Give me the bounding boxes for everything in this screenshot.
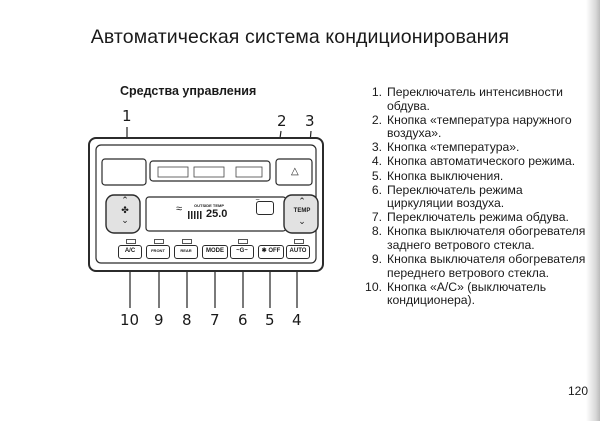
climate-control-panel: ⌃ ✤ ⌄ ⌃ TEMP ⌄ △ ≈ OUTSIDE TEMP 25.0 ⁀ A… — [88, 137, 324, 272]
chevron-up-icon: ⌃ — [298, 196, 306, 206]
legend-item: 2.Кнопка «температура наружного воздуха»… — [371, 112, 572, 141]
temp-label: TEMP — [293, 208, 311, 214]
legend-item: 9.Кнопка выключателя обогревателя передн… — [371, 252, 586, 280]
callout-8: 8 — [182, 311, 192, 329]
display-label: OUTSIDE TEMP — [194, 203, 225, 208]
recirculation-button[interactable]: ~G~ — [230, 239, 254, 259]
outside-temp-button[interactable] — [256, 201, 274, 215]
chevron-down-icon: ⌄ — [298, 216, 306, 226]
temperature-button[interactable]: ⌃ TEMP ⌄ — [291, 196, 313, 226]
off-button[interactable]: ✱ OFF — [258, 245, 284, 259]
callout-9: 9 — [154, 311, 164, 329]
fan-icon: ✤ — [121, 205, 129, 215]
callout-10: 10 — [120, 311, 140, 329]
panel-frame — [88, 137, 324, 272]
legend-item: 3.Кнопка «температура». — [371, 140, 520, 155]
rear-defroster-button[interactable]: REAR — [174, 239, 198, 259]
legend-item: 5.Кнопка выключения. — [371, 168, 504, 183]
rear-defroster-label: REAR — [180, 248, 192, 253]
section-title: Средства управления — [120, 84, 257, 98]
callout-5: 5 — [265, 311, 275, 329]
page-title: Автоматическая система кондиционирования — [90, 26, 510, 48]
mode-button-label: MODE — [206, 248, 224, 254]
outside-temp-mark: ⁀ — [256, 199, 260, 204]
controls-legend: 1.Переключатель интенсивности обдува. 2.… — [362, 85, 590, 309]
mode-button[interactable]: MODE — [202, 245, 228, 259]
ac-indicator — [126, 239, 136, 244]
auto-indicator — [294, 239, 304, 244]
callout-4: 4 — [292, 311, 302, 329]
callout-6: 6 — [238, 311, 248, 329]
fan-flow-icon: ≈ — [176, 203, 183, 215]
fan-level-bars — [188, 211, 202, 219]
legend-item: 10.Кнопка «A/C» (выключатель кондиционер… — [365, 279, 547, 308]
legend-item: 8.Кнопка выключателя обогревателя заднег… — [371, 224, 586, 253]
chevron-up-icon: ⌃ — [121, 195, 129, 205]
legend-item: 7.Переключатель режима обдува. — [371, 210, 569, 225]
auto-button[interactable]: AUTO — [286, 239, 310, 259]
front-defroster-label: FRONT — [151, 248, 165, 253]
page-number: 120 — [567, 384, 588, 398]
callout-7: 7 — [210, 311, 220, 329]
ac-button[interactable]: A/C — [118, 239, 142, 259]
fan-speed-switch[interactable]: ⌃ ✤ ⌄ — [118, 195, 132, 225]
legend-item: 6.Переключатель режима циркуляции воздух… — [371, 182, 523, 211]
rear-defroster-indicator — [182, 239, 192, 244]
legend-item: 4.Кнопка автоматического режима. — [371, 154, 576, 169]
display-temperature: 25.0 — [206, 208, 228, 220]
recirculation-indicator — [238, 239, 248, 244]
ac-button-label: A/C — [124, 248, 136, 254]
page-edge-shadow — [586, 0, 600, 421]
auto-button-label: AUTO — [289, 248, 307, 254]
callout-2: 2 — [277, 112, 287, 130]
chevron-down-icon: ⌄ — [121, 215, 129, 225]
front-defroster-button[interactable]: FRONT — [146, 239, 170, 259]
hazard-triangle-icon: △ — [291, 166, 299, 177]
callout-1: 1 — [122, 107, 132, 125]
recirculation-label: ~G~ — [236, 248, 248, 254]
front-defroster-indicator — [154, 239, 164, 244]
callout-3: 3 — [305, 112, 315, 130]
legend-item: 1.Переключатель интенсивности обдува. — [371, 85, 563, 113]
off-button-label: ✱ OFF — [261, 248, 281, 254]
